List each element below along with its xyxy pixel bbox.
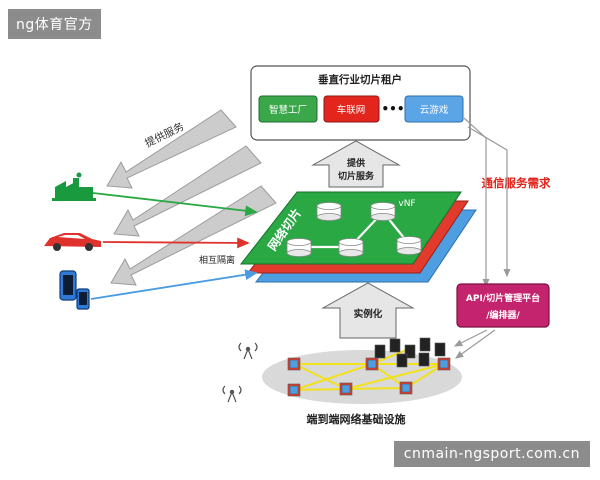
app-cloud-gaming: 云游戏: [404, 95, 464, 123]
network-node-icon: [287, 357, 451, 397]
api-management-box: API/切片管理平台 /编排器/: [456, 283, 550, 328]
comm-service-demand-label: 通信服务需求: [482, 176, 551, 190]
network-node-icon: [316, 202, 342, 221]
antenna-icon: [222, 385, 242, 403]
orchestrator-arrows: [453, 329, 496, 359]
watermark-top: ng体育官方: [8, 9, 101, 39]
provide-slice-label-1: 提供: [347, 157, 365, 169]
vnf-topology: [286, 202, 422, 257]
network-node-icon: [370, 202, 396, 221]
vnf-label: vNF: [398, 199, 415, 209]
app-label-cloud-gaming: 云游戏: [420, 104, 449, 116]
provide-slice-service-arrow: 提供 切片服务: [311, 140, 401, 188]
mutual-isolation-label: 相互隔离: [199, 254, 235, 266]
server-icon: [374, 337, 446, 368]
network-node-icon: [286, 238, 312, 257]
app-label-connected-car: 车联网: [337, 104, 366, 116]
instantiation-arrow: 实例化: [321, 282, 415, 339]
watermark-bottom: cnmain-ngsport.com.cn: [393, 441, 590, 467]
app-label-smart-factory: 智慧工厂: [269, 104, 307, 116]
tenant-title: 垂直行业切片租户: [318, 73, 402, 86]
phone-icon: [59, 270, 90, 310]
red-service-arrow: [102, 237, 250, 249]
blue-service-arrow: [90, 269, 258, 300]
provide-slice-label-2: 切片服务: [338, 170, 375, 182]
factory-icon: [52, 172, 96, 201]
instantiation-label: 实例化: [354, 308, 383, 320]
api-label-2: /编排器/: [486, 309, 520, 321]
network-node-icon: [338, 238, 364, 257]
tenant-box: 垂直行业切片租户 智慧工厂 车联网 ••• 云游戏: [250, 65, 471, 141]
network-node-icon: [396, 236, 422, 255]
infrastructure-label: 端到端网络基础设施: [307, 412, 406, 426]
car-icon: [44, 233, 101, 251]
app-connected-car: 车联网: [323, 95, 380, 123]
apps-ellipsis: •••: [381, 102, 404, 116]
infrastructure: [262, 337, 462, 404]
green-service-arrow: [92, 192, 258, 217]
app-smart-factory: 智慧工厂: [258, 95, 318, 123]
demand-arrows: [463, 117, 511, 288]
api-label-1: API/切片管理平台: [466, 292, 540, 304]
antenna-icon: [238, 342, 258, 360]
